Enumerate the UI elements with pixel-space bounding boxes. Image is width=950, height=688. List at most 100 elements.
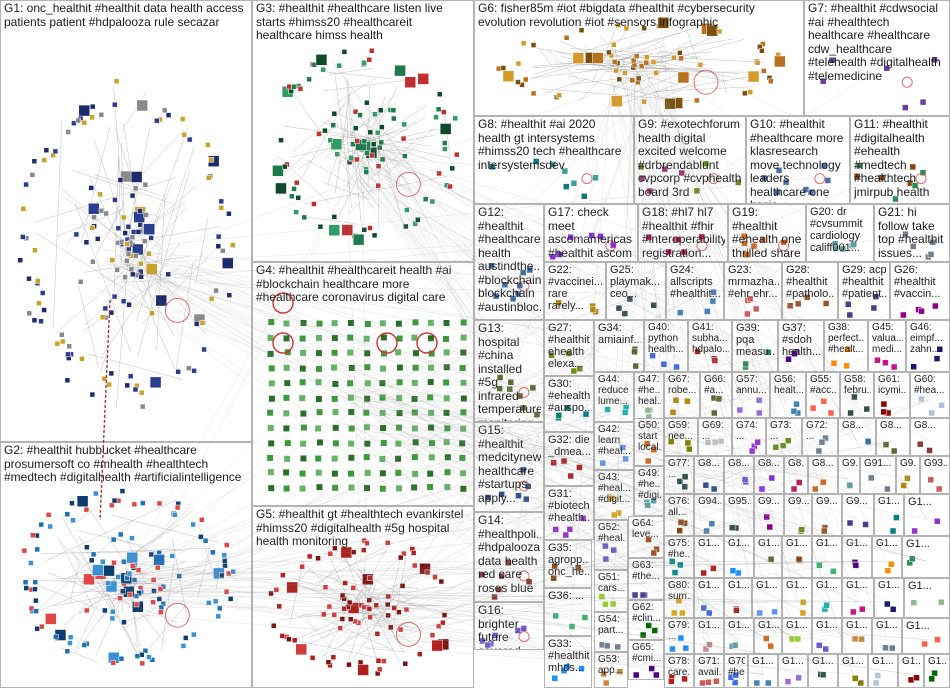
network-node: [484, 494, 492, 501]
network-node: [208, 157, 215, 163]
network-node: [567, 233, 574, 241]
network-node: [190, 521, 196, 528]
network-node: [919, 169, 927, 176]
group-nodes-g80: [670, 597, 686, 617]
network-node: [268, 380, 275, 387]
network-node: [572, 52, 585, 64]
network-node: [114, 267, 120, 273]
group-panel-g103: G1...: [724, 536, 754, 578]
network-node: [377, 107, 384, 113]
self-loop: [581, 173, 593, 185]
network-node: [935, 485, 943, 493]
network-node: [364, 469, 371, 476]
network-node: [519, 269, 527, 276]
network-node: [615, 304, 623, 312]
network-node: [709, 297, 717, 305]
group-label: G1...: [728, 538, 750, 549]
network-node: [275, 182, 287, 195]
group-panel-g98: G9...: [812, 494, 842, 536]
network-node: [158, 604, 165, 611]
network-node: [744, 310, 751, 318]
network-edge: [86, 353, 183, 380]
group-panel-g99: G9...: [842, 494, 874, 536]
group-label: G34: amiainf...: [598, 322, 641, 346]
network-node: [645, 233, 653, 241]
network-node: [676, 527, 683, 534]
network-node: [380, 350, 387, 357]
network-node: [124, 241, 130, 247]
group-label: G1...: [698, 620, 720, 631]
network-node: [404, 207, 410, 213]
network-node: [533, 411, 541, 418]
group-label: G5: #healthit gt #healthtech evankirstel…: [256, 508, 464, 548]
network-node: [350, 141, 356, 147]
network-node: [790, 485, 798, 493]
network-node: [710, 288, 717, 296]
network-node: [222, 557, 228, 564]
group-panel-g32: G32: die _dmea...: [544, 432, 594, 486]
group-nodes-g37: [785, 348, 800, 363]
network-node: [339, 592, 346, 599]
group-nodes-g60: [918, 395, 945, 417]
group-label: G1...: [878, 496, 900, 507]
group-panel-g64: G64: leve...: [628, 516, 664, 558]
network-node: [582, 410, 590, 418]
network-node: [267, 409, 274, 416]
network-node: [799, 609, 807, 617]
network-node: [454, 151, 460, 158]
network-node: [758, 485, 766, 493]
network-node: [791, 350, 798, 357]
group-nodes-g106: [816, 562, 837, 575]
network-node: [272, 165, 284, 177]
network-node: [158, 609, 164, 615]
self-loop: [518, 480, 530, 492]
network-node: [529, 384, 537, 392]
group-panel-g94: G94...: [694, 494, 724, 536]
network-node: [556, 251, 563, 258]
network-node: [911, 527, 918, 535]
network-node: [798, 526, 806, 533]
network-node: [530, 90, 537, 97]
network-node: [350, 585, 357, 591]
network-node: [317, 224, 324, 230]
network-edge: [324, 589, 363, 639]
network-node: [716, 28, 723, 35]
network-node: [637, 163, 645, 171]
group-panel-g101: G1...: [904, 494, 950, 536]
network-node: [199, 320, 206, 326]
group-nodes-g118: [702, 641, 713, 653]
network-node: [411, 334, 418, 341]
network-edge: [369, 619, 423, 649]
network-node: [589, 306, 597, 313]
self-loop: [518, 570, 530, 582]
network-node: [439, 123, 452, 135]
group-panel-g2: G2: #healthit hubbucket #healthcare pros…: [0, 442, 252, 688]
network-node: [101, 375, 108, 382]
network-node: [910, 599, 918, 606]
network-node: [562, 531, 570, 539]
network-edge: [84, 255, 191, 273]
network-node: [443, 349, 450, 356]
network-node: [832, 244, 839, 252]
network-node: [552, 526, 559, 533]
network-node: [21, 547, 28, 554]
network-node: [366, 56, 373, 63]
group-panel-g55: G55: #acc...: [806, 372, 840, 418]
network-node: [364, 540, 370, 546]
network-node: [169, 553, 175, 559]
network-node: [300, 424, 307, 431]
network-node: [622, 455, 629, 463]
network-edge: [651, 75, 754, 94]
network-edge: [115, 254, 123, 259]
network-edge: [142, 247, 218, 324]
network-node: [460, 319, 467, 326]
network-node: [644, 457, 652, 465]
network-node: [661, 165, 669, 173]
network-node: [299, 470, 306, 477]
network-node: [644, 501, 651, 509]
network-node: [224, 542, 230, 548]
group-label: G22: #vaccinei... rare rarely...: [548, 264, 603, 312]
network-node: [602, 542, 609, 550]
network-node: [893, 514, 900, 521]
network-node: [368, 152, 375, 159]
